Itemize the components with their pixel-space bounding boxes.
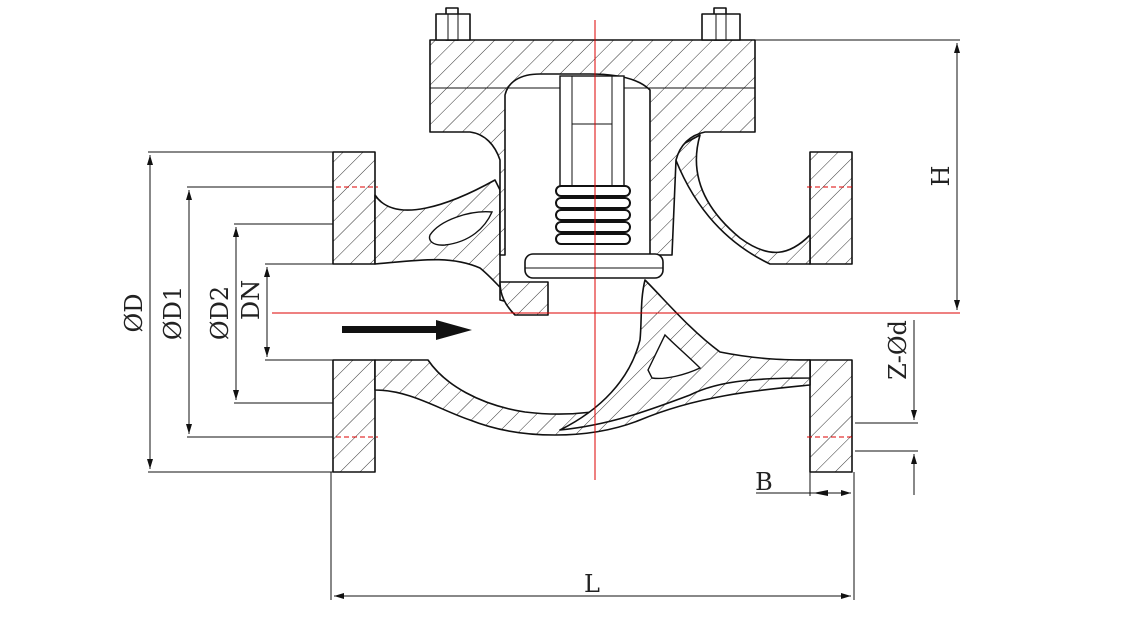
right-flange-top <box>809 151 853 265</box>
label-h: H <box>927 166 955 187</box>
label-b: B <box>755 468 773 496</box>
label-od: ØD <box>120 294 148 333</box>
dimension-lines <box>147 39 960 600</box>
guide-stem <box>559 75 625 187</box>
centerlines <box>272 20 960 480</box>
bonnet-bolt-right <box>701 7 741 41</box>
right-flange-bottom <box>809 359 853 473</box>
flow-direction-arrow <box>342 320 472 340</box>
disc-assembly <box>524 75 664 279</box>
disc <box>524 253 664 279</box>
cavity-left <box>428 211 494 246</box>
spring <box>555 185 631 245</box>
bonnet-cover <box>429 39 756 256</box>
body-upper-right-wall <box>671 134 811 265</box>
label-od2: ØD2 <box>206 286 234 340</box>
left-flange-bottom <box>332 359 376 473</box>
left-flange-top <box>332 151 376 265</box>
label-zd: Z-Ød <box>884 320 912 380</box>
dimension-texts: ØD ØD1 ØD2 DN H Z-Ød B L <box>120 166 955 598</box>
label-l: L <box>584 570 600 598</box>
seat-block <box>499 281 549 316</box>
valve-body <box>332 134 853 473</box>
cavity-right <box>647 333 702 380</box>
label-od1: ØD1 <box>159 286 187 340</box>
bonnet-bolt-left <box>435 7 471 41</box>
bonnet <box>429 7 756 256</box>
label-dn: DN <box>237 280 265 320</box>
